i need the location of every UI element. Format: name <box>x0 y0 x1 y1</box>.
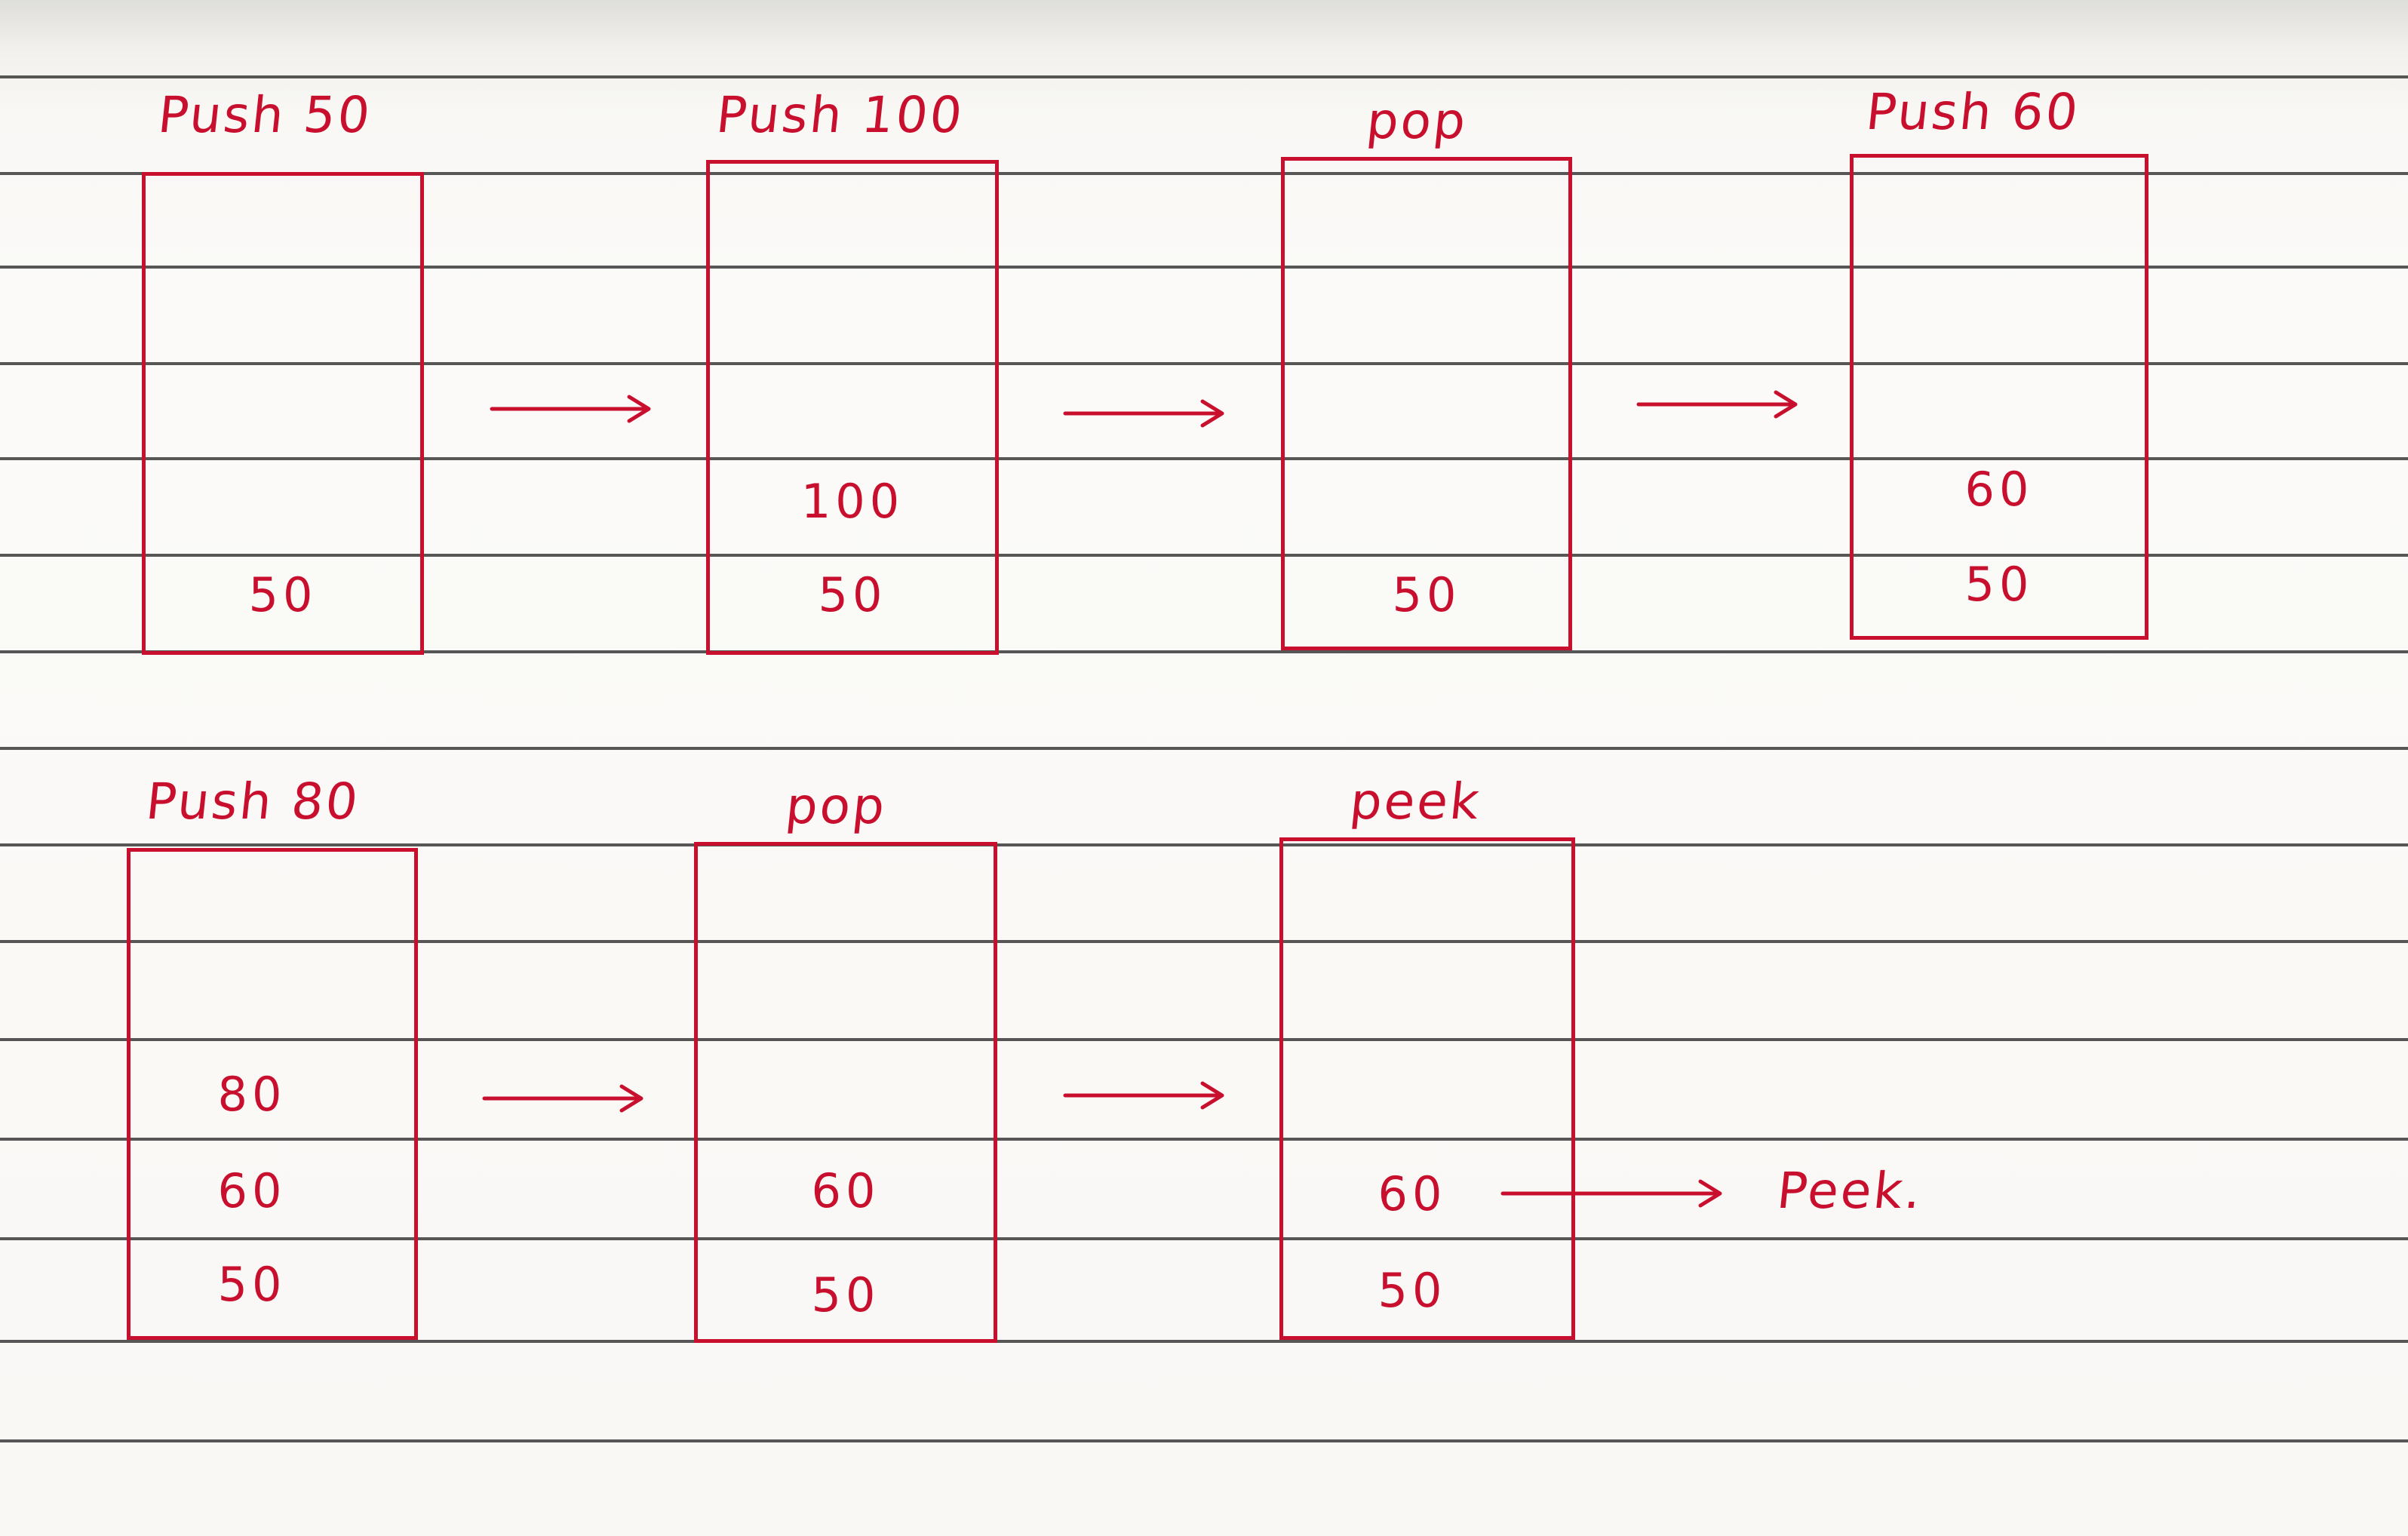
right-arrow-icon <box>1636 388 1803 421</box>
stack-cell-value: 50 <box>1964 557 2034 612</box>
operation-label-push-80: Push 80 <box>143 773 363 831</box>
stack-box-step-4 <box>1850 154 2148 640</box>
ruled-line <box>0 1038 2408 1041</box>
ruled-line <box>0 747 2408 750</box>
stack-cell-value: 50 <box>248 567 318 622</box>
ruled-line <box>0 362 2408 365</box>
ruled-line <box>0 1237 2408 1240</box>
stack-cell-value: 50 <box>811 1267 880 1322</box>
right-arrow-icon <box>1063 397 1230 430</box>
operation-label-pop: pop <box>783 777 890 835</box>
stack-cell-value: 50 <box>1392 567 1461 622</box>
right-arrow-icon <box>490 392 656 425</box>
stack-box-step-5 <box>127 848 418 1340</box>
stack-cell-value: 50 <box>818 567 887 622</box>
right-arrow-icon <box>482 1082 649 1115</box>
stack-cell-value-top: 60 <box>1378 1166 1447 1221</box>
peek-arrow-icon <box>1500 1177 1728 1210</box>
operation-label-push-60: Push 60 <box>1863 83 2083 141</box>
operation-label-peek: peek <box>1347 773 1485 831</box>
ruled-line <box>0 650 2408 653</box>
stack-box-step-6 <box>694 842 997 1343</box>
ruled-line <box>0 75 2408 78</box>
stack-cell-value: 60 <box>811 1163 880 1218</box>
stack-box-step-3 <box>1281 157 1572 650</box>
ruled-line <box>0 1138 2408 1141</box>
ruled-line <box>0 172 2408 175</box>
stack-box-step-7 <box>1279 837 1575 1340</box>
stack-box-step-1 <box>142 172 424 655</box>
stack-cell-value: 100 <box>800 474 905 529</box>
stack-cell-value: 50 <box>217 1257 287 1312</box>
operation-label-pop: pop <box>1364 92 1471 150</box>
stack-cell-value: 60 <box>217 1163 287 1218</box>
right-arrow-icon <box>1063 1079 1230 1112</box>
ruled-line <box>0 266 2408 269</box>
operation-label-push-50: Push 50 <box>155 86 375 144</box>
operation-label-push-100: Push 100 <box>714 86 967 144</box>
stack-cell-value: 50 <box>1378 1263 1447 1318</box>
stack-cell-value: 80 <box>217 1067 287 1122</box>
ruled-line <box>0 940 2408 943</box>
ruled-line <box>0 1340 2408 1343</box>
stack-cell-value: 60 <box>1964 462 2034 517</box>
ruled-line <box>0 457 2408 460</box>
stack-box-step-2 <box>706 160 999 655</box>
peek-annotation: Peek. <box>1774 1162 1926 1220</box>
ruled-line <box>0 1439 2408 1442</box>
ruled-line <box>0 554 2408 557</box>
ruled-line <box>0 843 2408 846</box>
